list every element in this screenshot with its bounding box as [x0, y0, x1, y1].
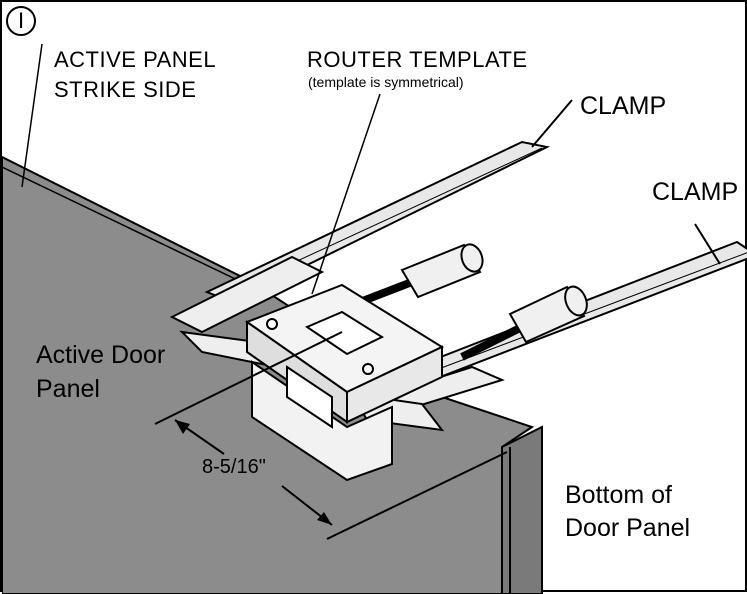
clamp-screw-lower: [460, 323, 524, 361]
dimension-arrowhead-top: [175, 420, 190, 434]
leader-clamp-right: [694, 223, 721, 265]
active-door-panel-label-line1: Active Door: [36, 341, 166, 369]
clamp-label-top: CLAMP: [580, 92, 667, 120]
dimension-extension-right: [326, 451, 508, 540]
router-template-label: ROUTER TEMPLATE: [307, 47, 528, 72]
step-number-badge: I: [6, 6, 36, 36]
leader-active-panel: [21, 43, 43, 188]
dimension-extension-left: [154, 331, 343, 425]
leader-router-template: [311, 93, 381, 295]
dimension-label: 8-5/16": [202, 456, 266, 478]
bottom-of-door-panel-label-line1: Bottom of: [565, 481, 672, 509]
dimension-arrowhead-bottom: [317, 512, 332, 525]
active-door-panel-label-line2: Panel: [36, 375, 100, 403]
leader-clamp-top: [531, 99, 573, 148]
bottom-of-door-panel-label-line2: Door Panel: [565, 514, 691, 542]
active-panel-label-line1: ACTIVE PANEL: [54, 47, 217, 72]
template-symmetry-note: (template is symmetrical): [308, 74, 464, 90]
door-panel-end-face: [501, 425, 543, 594]
clamp-handle-upper: [400, 243, 484, 299]
clamp-handle-lower: [508, 285, 588, 344]
clamp-label-right: CLAMP: [652, 178, 739, 206]
panel-top-edge: [2, 166, 253, 288]
router-template: [244, 283, 445, 482]
active-panel-label-line2: STRIKE SIDE: [54, 77, 197, 102]
